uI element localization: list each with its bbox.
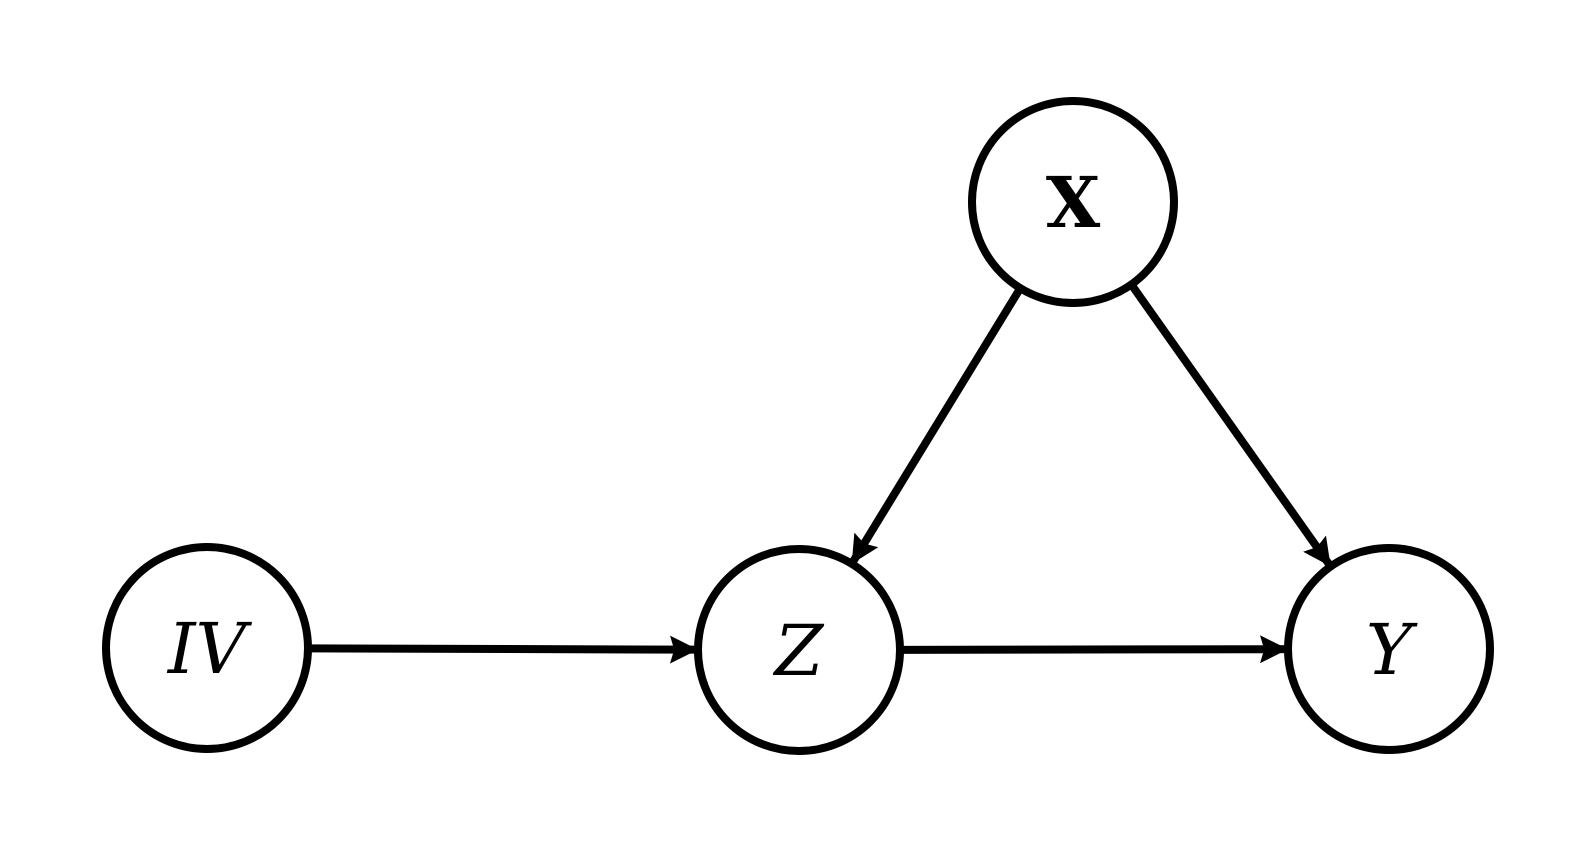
- edge-x-to-y-arrow: [1128, 282, 1334, 569]
- node-iv: IV: [102, 543, 312, 753]
- node-x-circle: [968, 97, 1178, 307]
- edge-iv-to-z-arrow: [307, 635, 699, 664]
- nodes-layer: X IV Z Y: [102, 97, 1494, 755]
- node-x: X: [968, 97, 1178, 307]
- node-z: Z: [694, 545, 904, 755]
- node-y: Y: [1284, 544, 1494, 754]
- node-iv-circle: [102, 543, 312, 753]
- node-z-label: Z: [773, 610, 825, 692]
- node-z-circle: [694, 545, 904, 755]
- edge-x-to-z-arrow: [848, 286, 1024, 566]
- edges-layer: [307, 282, 1334, 664]
- edge-z-to-y-arrow: [899, 635, 1289, 664]
- node-y-label: Y: [1366, 609, 1418, 691]
- node-iv-label: IV: [166, 608, 253, 690]
- node-x-label: X: [1046, 161, 1101, 244]
- node-y-circle: [1284, 544, 1494, 754]
